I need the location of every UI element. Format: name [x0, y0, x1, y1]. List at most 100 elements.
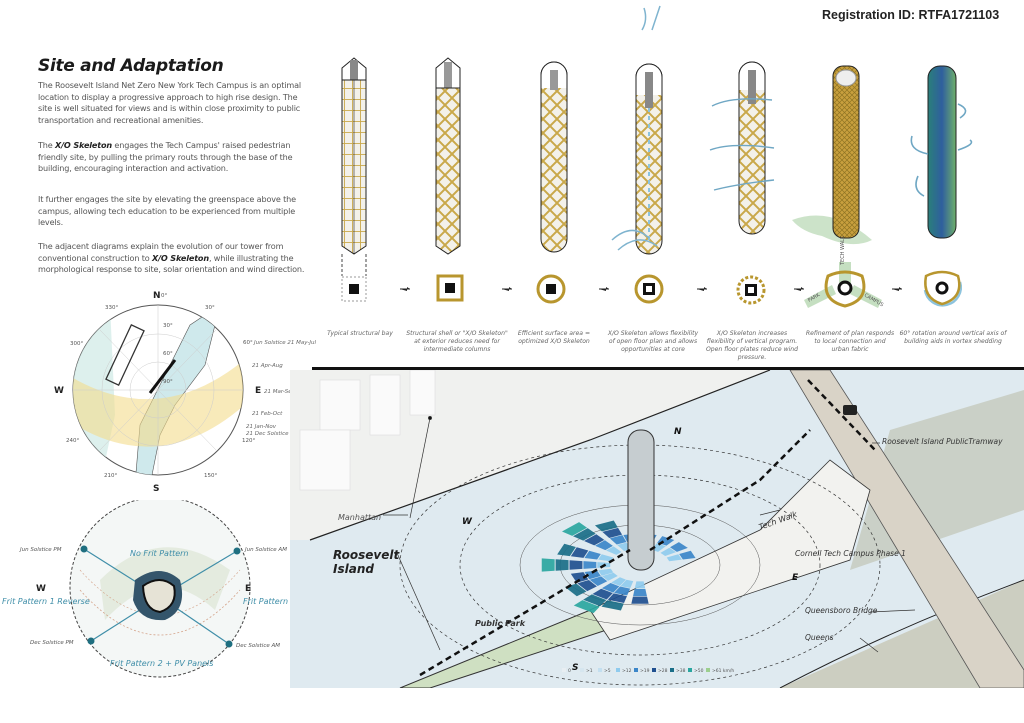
- label-tramway: Roosevelt Island PublicTramway: [882, 437, 1003, 446]
- label-manhattan: Manhattan: [338, 513, 381, 522]
- legend-swatch: [598, 668, 602, 672]
- p2-text-pre: The: [38, 140, 56, 150]
- wind-rose-wedge: [583, 594, 607, 607]
- azimuth-120: 120°: [242, 438, 255, 444]
- azimuth-30: 30°: [205, 305, 215, 311]
- azimuth-330: 330°: [105, 305, 118, 311]
- plan-open-core: [634, 274, 664, 304]
- wind-rose-wedge: [598, 568, 614, 576]
- azimuth-240: 240°: [66, 438, 79, 444]
- plan-optimized: [536, 274, 566, 304]
- zone-frit-1: Frit Pattern 1: [243, 597, 296, 606]
- legend-swatch: [706, 668, 710, 672]
- tower-rotated-vortex: [910, 65, 973, 239]
- caption-step-1: Typical structural bay: [327, 330, 393, 337]
- caption-step-2: Structural shell or "X/O Skeleton" at ex…: [406, 330, 508, 353]
- plan-typical-bay: [341, 254, 367, 302]
- wind-rose-wedge: [584, 570, 601, 580]
- label-jun-am: Jun Solstice AM: [244, 547, 287, 553]
- legend-swatch: [580, 668, 584, 672]
- legend-swatch: [562, 668, 566, 672]
- legend-label: 0: [568, 668, 571, 674]
- date-jun-solstice: Jun Solstice 21 May-Jul: [253, 340, 316, 346]
- wind-rose-wedge: [666, 554, 682, 562]
- azimuth-210: 210°: [104, 473, 117, 479]
- wind-speed-legend: 0>1>5>12>19>28>38>50>61 km/h: [562, 668, 734, 674]
- plan-refined: TECH WALK PARK CAMPUS: [804, 235, 884, 308]
- label-queens: Queens: [805, 633, 834, 642]
- legend-label: >61 km/h: [712, 668, 734, 674]
- legend-label: >5: [604, 668, 611, 674]
- azimuth-60: 60°: [243, 340, 253, 346]
- tower-evolution-diagrams: TECH WALK PARK CAMPUS: [341, 5, 973, 308]
- legend-label: >28: [658, 668, 668, 674]
- wind-rose-wedge: [598, 554, 614, 562]
- wind-rose-wedge: [541, 558, 555, 572]
- date-dec-solstice: 21 Dec Solstice: [246, 431, 289, 437]
- wind-flow-icon: [611, 229, 658, 251]
- cardinal-s: S: [153, 484, 159, 494]
- plan-structural-shell: [436, 274, 464, 302]
- zone-no-frit: No Frit Pattern: [130, 549, 189, 558]
- tram-icon: [843, 405, 857, 415]
- wind-flow-icon: [709, 98, 775, 191]
- legend-label: >1: [586, 668, 593, 674]
- step-arrows: [400, 287, 902, 291]
- caption-step-5: X/O Skeleton increases flexibility of ve…: [705, 330, 799, 361]
- plan-rotated: [923, 270, 962, 307]
- wind-rose-wedge: [606, 546, 622, 555]
- wind-rose-wedge: [584, 550, 601, 560]
- tower-optimized-skeleton: [540, 61, 568, 253]
- intro-paragraph-2: The X/O Skeleton engages the Tech Campus…: [38, 140, 313, 175]
- tower-open-core: [611, 5, 663, 255]
- label-cornell: Cornell Tech Campus Phase 1: [795, 549, 906, 558]
- wind-rose-wedge: [670, 542, 688, 552]
- legend-label: >12: [622, 668, 632, 674]
- wind-rose-wedge: [633, 589, 647, 597]
- altitude-60: 60°: [163, 351, 173, 357]
- wind-rose-wedge: [594, 520, 618, 532]
- wind-rose-wedge: [557, 543, 576, 557]
- compass-w: W: [462, 517, 473, 527]
- wind-rose-wedge: [570, 572, 589, 583]
- wind-rose-wedge: [595, 540, 613, 551]
- plan-label-tech-walk: TECH WALK: [840, 235, 846, 266]
- site-map: N W E S Manhattan Tech Walk Public Park …: [290, 370, 1024, 688]
- date-apr-aug: 21 Apr-Aug: [252, 363, 283, 369]
- intro-paragraph-4: The adjacent diagrams explain the evolut…: [38, 241, 313, 276]
- caption-step-4: X/O Skeleton allows flexibility of open …: [607, 330, 699, 353]
- azimuth-300: 300°: [70, 341, 83, 347]
- tower-typical-bay: [341, 57, 367, 255]
- wind-rose-wedge: [602, 572, 618, 581]
- wind-rose-wedge: [601, 582, 620, 593]
- wind-rose-wedge: [589, 576, 608, 586]
- wind-rose-wedge: [617, 542, 631, 552]
- frit-cardinal-w: W: [36, 584, 46, 594]
- p4-text-post: , while illustrating the morphological r…: [38, 252, 305, 275]
- azimuth-150: 150°: [204, 473, 217, 479]
- caption-step-6: Refinement of plan responds to local con…: [805, 330, 895, 353]
- wind-rose-wedge: [620, 579, 634, 589]
- zone-frit-2-pv: Frit Pattern 2 + PV Panels: [110, 659, 213, 668]
- date-jan-nov: 21 Jan-Nov: [246, 424, 277, 430]
- legend-swatch: [670, 668, 674, 672]
- azimuth-0: 0°: [161, 293, 167, 299]
- registration-id: Registration ID: RTFA1721103: [822, 8, 1000, 22]
- legend-swatch: [652, 668, 656, 672]
- marker-jun-am: [233, 547, 241, 555]
- cardinal-w: W: [54, 386, 64, 396]
- wind-rose-wedge: [555, 559, 569, 571]
- intro-paragraph-1: The Roosevelt Island Net Zero New York T…: [38, 80, 301, 125]
- label-public-park: Public Park: [475, 619, 526, 628]
- legend-label: >19: [640, 668, 650, 674]
- p4-text-pre: The adjacent diagrams explain the evolut…: [38, 241, 284, 263]
- wind-rose-wedge: [614, 586, 631, 596]
- route-arrows: [419, 429, 811, 677]
- sun-path-diagram: N S W E 0° 30° 330° 300° 240° 210° 150° …: [54, 291, 316, 494]
- legend-label: >50: [694, 668, 704, 674]
- wind-rose-wedge: [631, 596, 649, 604]
- wind-rose-wedge: [570, 547, 589, 558]
- frit-cardinal-e: E: [245, 584, 251, 594]
- marker-jun-pm: [80, 545, 88, 553]
- wind-flow-icon: [910, 103, 973, 197]
